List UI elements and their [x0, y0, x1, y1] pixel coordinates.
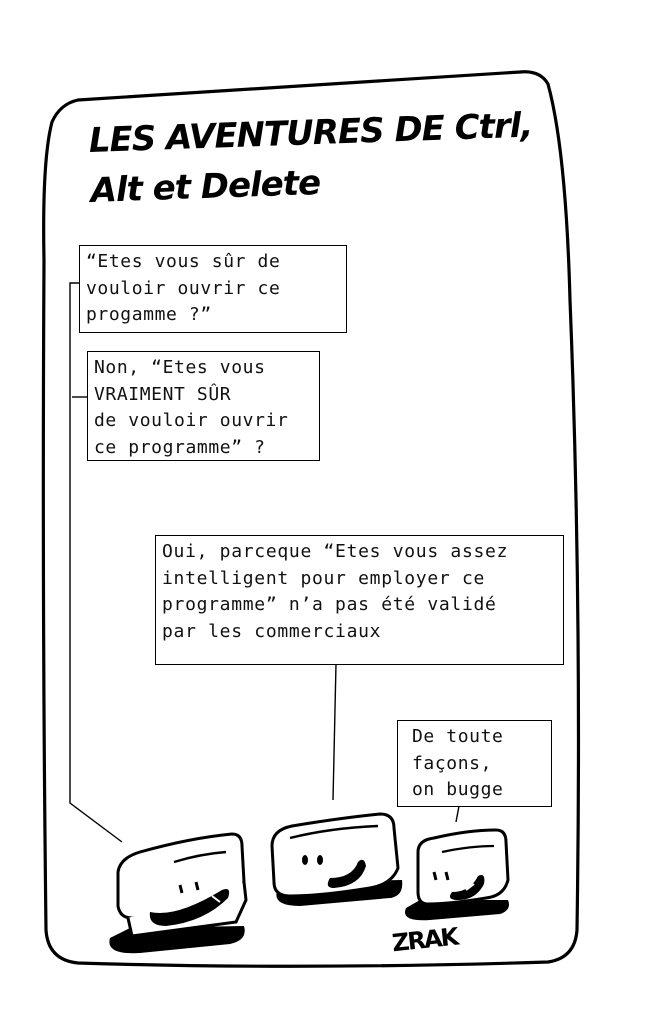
speech-bubble-1: “Etes vous sûr de vouloir ouvrir ce prog… — [79, 245, 347, 333]
bubble-2-line: VRAIMENT SÛR — [94, 383, 232, 405]
ctrl-key-character — [109, 832, 248, 954]
bubble-1-tail — [69, 282, 123, 843]
bubble-1-line: progamme ?” — [86, 304, 212, 325]
bubble-2-line: de vouloir ouvrir — [94, 410, 289, 431]
alt-key-character — [270, 812, 403, 906]
bubble-1-line: “Etes vous sûr de — [86, 251, 281, 272]
bubble-4-tail — [455, 805, 460, 823]
bubble-3-line: programme” n’a pas été validé — [162, 594, 497, 615]
speech-bubble-3: Oui, parceque “Etes vous assez intellige… — [155, 535, 564, 665]
bubble-4-line: De toute — [412, 726, 504, 747]
bubble-4-line: façons, — [412, 752, 493, 774]
speech-bubble-4: De toute façons, on bugge — [397, 720, 552, 807]
panel-frame — [41, 70, 581, 968]
bubble-3-tail — [332, 663, 337, 801]
bubble-3-line: par les commerciaux — [162, 620, 382, 642]
bubble-4-line: on bugge — [412, 779, 504, 800]
bubble-2-line: Non, “Etes vous — [94, 357, 266, 378]
bubble-3-line: Oui, parceque “Etes vous assez — [162, 541, 509, 562]
comic-title: LES AVENTURES DE Ctrl, Alt et Delete — [88, 101, 533, 216]
bubble-2-line: ce programme” ? — [94, 436, 266, 458]
delete-key-character — [405, 828, 510, 921]
bubble-1-line: vouloir ouvrir ce — [86, 277, 281, 299]
speech-bubble-2: Non, “Etes vous VRAIMENT SÛR de vouloir … — [87, 351, 320, 461]
bubble-3-line: intelligent pour employer ce — [162, 567, 486, 589]
